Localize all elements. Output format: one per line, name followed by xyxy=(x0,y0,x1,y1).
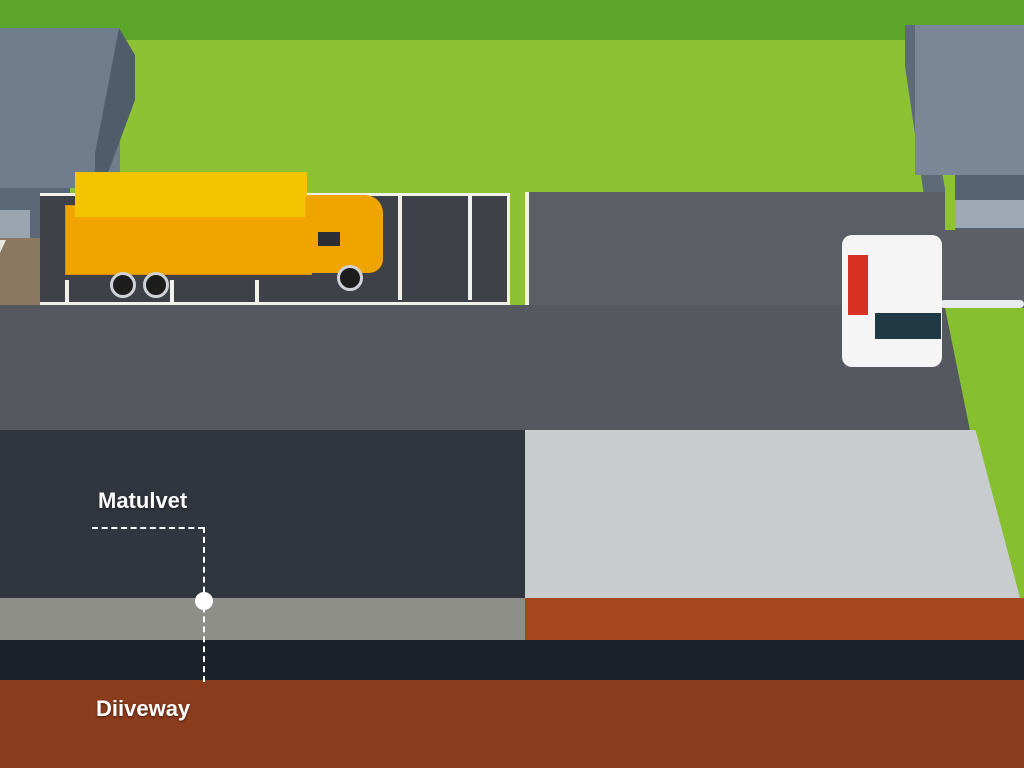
stall-line xyxy=(398,195,402,300)
truck-wheel xyxy=(110,272,136,298)
soil-layer xyxy=(0,680,1024,768)
truck-cargo-roof xyxy=(75,172,307,217)
clay-layer xyxy=(525,598,1024,640)
left-warehouse-door xyxy=(0,210,30,238)
stall-line xyxy=(170,280,174,302)
van-windshield xyxy=(875,313,941,339)
callout-line-horizontal xyxy=(92,527,204,529)
truck-wheel xyxy=(143,272,169,298)
van-stripe xyxy=(848,255,868,315)
right-warehouse-door xyxy=(955,200,1024,228)
gravel-layer xyxy=(0,598,525,640)
driveway-label: Diiveway xyxy=(96,696,191,721)
base-layer xyxy=(0,640,1024,680)
drain-pipe xyxy=(940,300,1024,308)
right-warehouse-roof xyxy=(915,25,1024,175)
lot-edge-line xyxy=(525,192,529,305)
asphalt-layer xyxy=(0,430,525,598)
truck-wheel xyxy=(337,265,363,291)
truck-cab xyxy=(305,195,383,273)
stall-line xyxy=(255,280,259,302)
truck-window xyxy=(318,232,340,246)
parking-lot-right xyxy=(940,230,1024,310)
stall-line xyxy=(65,280,69,302)
material-label: Matulvet xyxy=(98,488,188,513)
grass-background-top xyxy=(0,0,1024,40)
concrete-layer xyxy=(525,430,1020,598)
callout-dot xyxy=(195,592,213,610)
stall-line xyxy=(468,195,472,300)
